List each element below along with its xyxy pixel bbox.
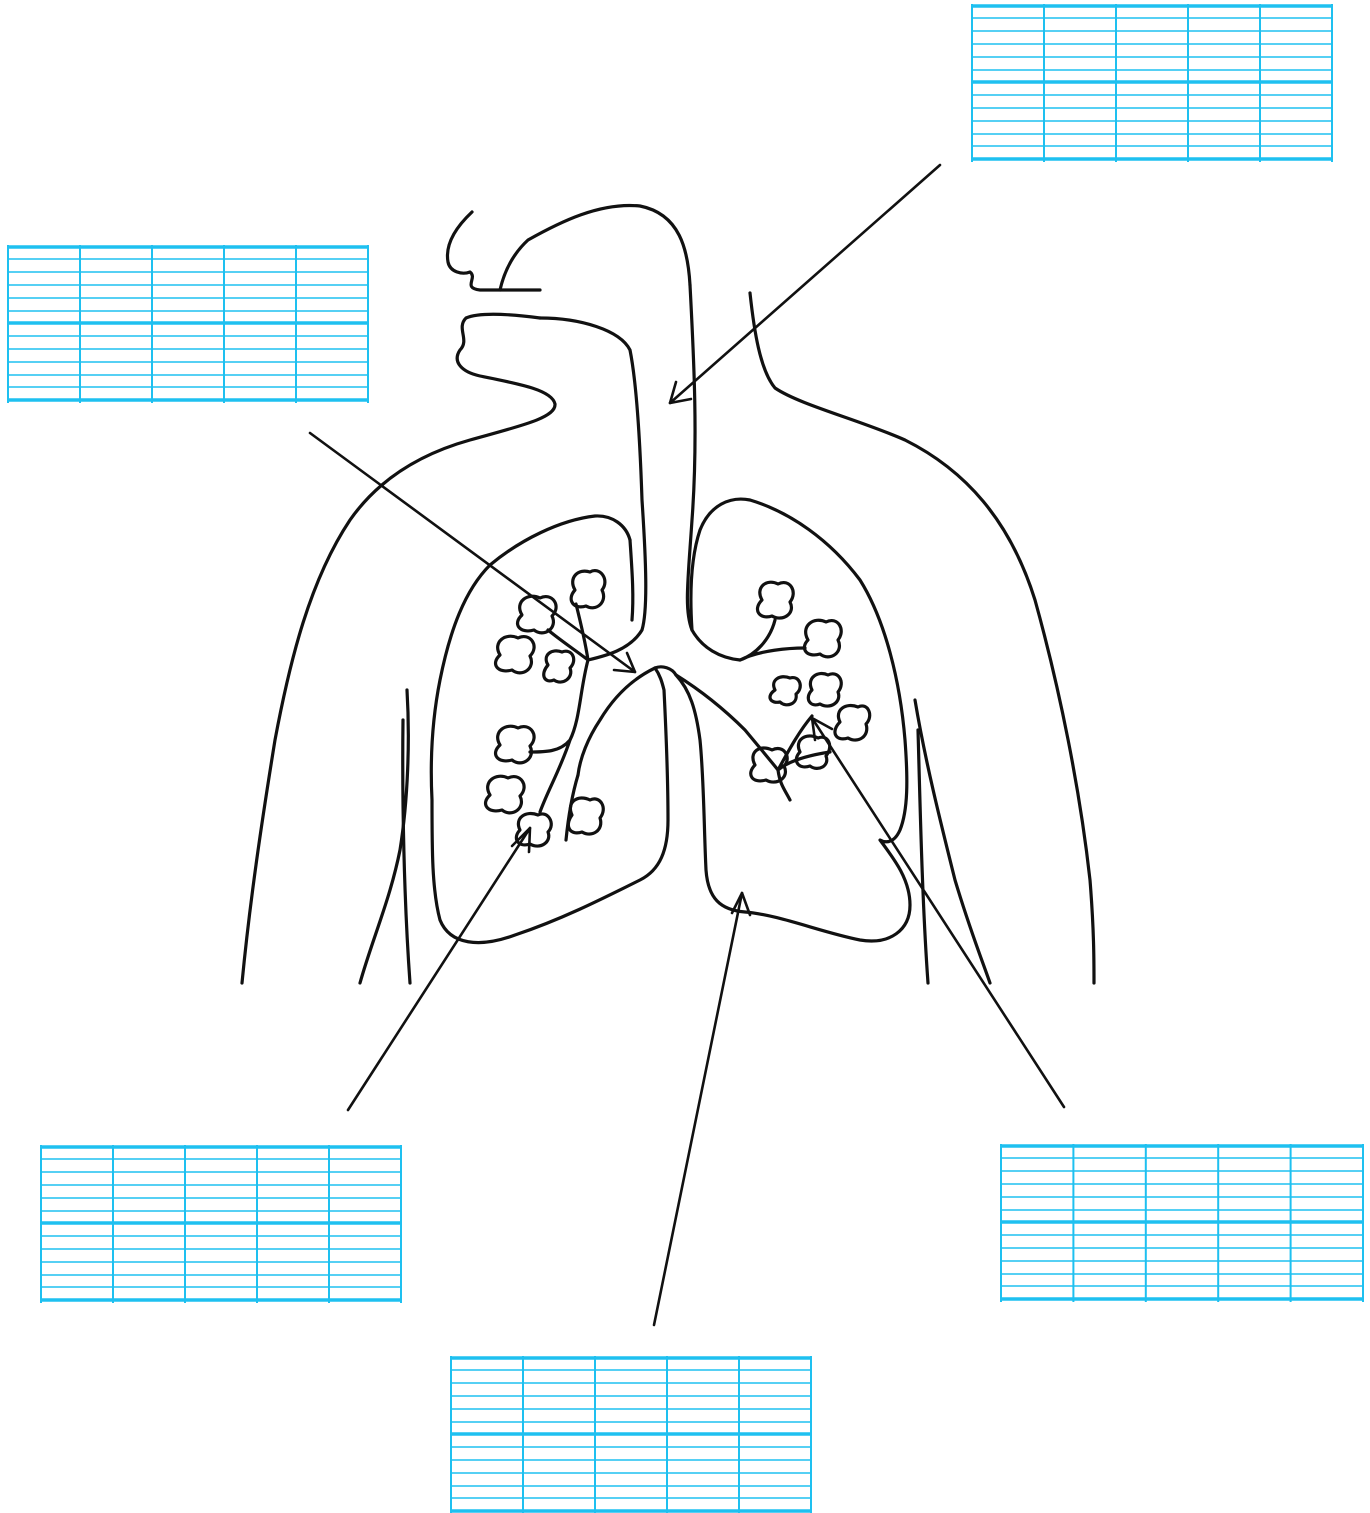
left-main-bronchus [578,668,655,775]
trachea-right-wall [687,285,740,660]
right-lung-outline [676,499,910,941]
right-main-bronchus [676,675,778,770]
pointer-arrows [310,165,1064,1325]
left-alveoli-cluster-5 [496,726,535,763]
label-box-trachea[interactable] [972,4,1332,162]
left-alveoli-cluster-1 [571,571,605,608]
pointer-lung [654,893,742,1325]
right-alveoli-cluster-5 [835,705,870,740]
pointer-bronchus [310,433,635,672]
right-alveoli-cluster-4 [770,677,800,705]
label-boxes [8,4,1363,1513]
right-alveoli-cluster-1 [757,582,793,618]
left-arm-inner [360,690,408,983]
left-bronchial-tree [530,604,588,840]
label-box-bronchiole[interactable] [1001,1144,1363,1302]
left-alveoli-cluster-8 [568,798,603,834]
pointer-bronchiole [812,718,1064,1107]
nasal-cavity [500,205,690,290]
left-lung [431,516,668,943]
body-outline [242,205,1094,983]
pointer-alveoli [348,828,530,1110]
left-alveoli-cluster-3 [496,636,535,673]
right-alveoli-cluster-3 [808,673,841,706]
left-alveoli-cluster-2 [518,596,557,633]
right-lung [676,499,910,941]
right-arm-inner-2 [918,730,928,983]
jaw-outline [242,314,555,983]
label-box-bronchus[interactable] [8,245,368,403]
left-alveoli-cluster-4 [544,651,574,682]
label-box-alveoli[interactable] [41,1145,401,1303]
left-alveoli-cluster-6 [486,776,525,813]
airway [540,285,778,775]
face-profile [447,212,540,290]
right-alveoli-cluster-2 [804,620,841,657]
left-lung-inner [630,540,633,620]
pointer-trachea [670,165,940,403]
label-box-lung[interactable] [451,1356,811,1513]
